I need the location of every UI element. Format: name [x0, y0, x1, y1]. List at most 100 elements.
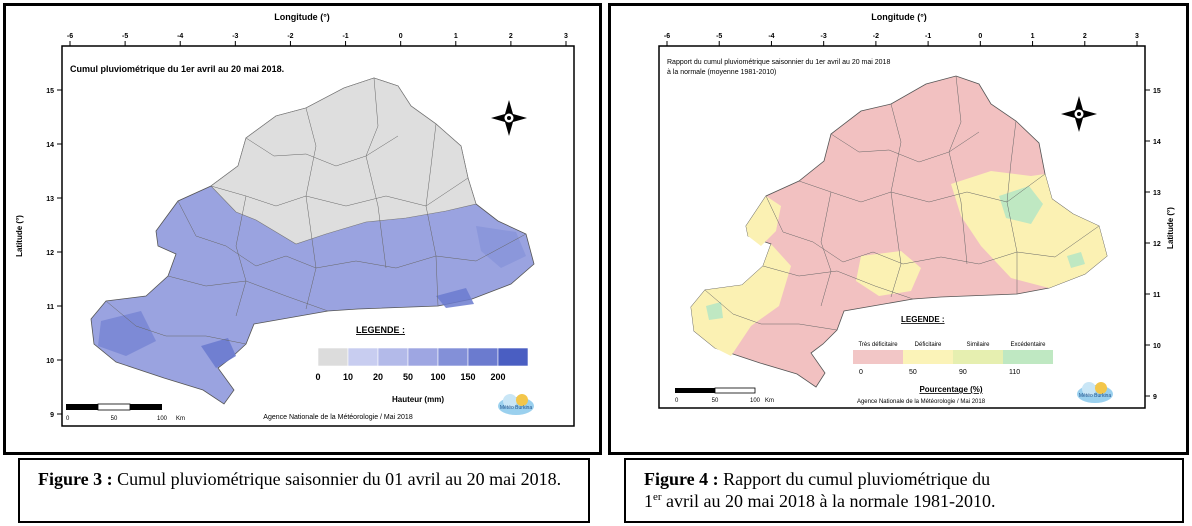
fig4-excess-zone-southeast — [1067, 252, 1085, 268]
fig3-wet-patch-northeast — [476, 226, 526, 268]
fig3-scale-label-100: 100 — [157, 416, 168, 422]
fig3-scale-bar — [66, 403, 162, 411]
lon-tick-label: 1 — [1031, 33, 1035, 40]
lon-tick-label: -5 — [122, 33, 128, 40]
lon-tick-label: -4 — [177, 33, 183, 40]
legend-value: 50 — [909, 369, 917, 376]
fig4-source: Agence Nationale de la Météorologie / Ma… — [857, 399, 986, 405]
fig3-map-title: Cumul pluviométrique du 1er avril au 20 … — [70, 64, 284, 74]
lat-tick-label: 12 — [1153, 241, 1161, 248]
legend-swatch — [903, 350, 953, 364]
lon-tick-label: 0 — [978, 33, 982, 40]
legend-swatch — [347, 347, 379, 367]
legend-value: 90 — [959, 369, 967, 376]
fig3-lat-ticks: 15 14 13 12 11 10 9 — [46, 88, 62, 419]
legend-swatch — [407, 347, 439, 367]
legend-swatch — [317, 347, 349, 367]
legend-class: Similaire — [966, 342, 990, 348]
fig4-deficit-zones — [691, 171, 1107, 356]
legend-swatch — [437, 347, 469, 367]
lon-tick-label: -4 — [768, 33, 774, 40]
legend-class: Excédentaire — [1010, 342, 1046, 348]
legend-value: 110 — [1009, 369, 1020, 376]
legend-value: 50 — [403, 372, 413, 382]
legend-swatch — [953, 350, 1003, 364]
fig4-axis-right-label: Latitude (°) — [1166, 207, 1175, 249]
lat-tick-label: 10 — [46, 358, 54, 365]
lat-tick-label: 10 — [1153, 343, 1161, 350]
lon-tick-label: -6 — [664, 33, 670, 40]
lat-tick-label: 12 — [46, 250, 54, 257]
lat-tick-label: 13 — [1153, 190, 1161, 197]
fig4-logo-text: Météo Burkina — [1079, 393, 1111, 399]
fig4-excess-zone-east — [999, 186, 1043, 224]
lat-tick-label: 14 — [1153, 139, 1161, 146]
lat-tick-label: 15 — [46, 88, 54, 95]
fig4-scale-bar — [675, 387, 756, 394]
fig4-legend-title: LEGENDE : — [901, 315, 945, 324]
legend-swatch — [377, 347, 409, 367]
fig4-scale-unit: Km — [765, 398, 774, 404]
lon-tick-label: 1 — [454, 33, 458, 40]
fig3-axis-left-label: Latitude (°) — [15, 215, 24, 257]
legend-swatch — [467, 347, 499, 367]
fig3-source: Agence Nationale de la Météorologie / Ma… — [263, 414, 413, 421]
fig4-caption-label: Figure 4 : — [644, 469, 719, 489]
fig3-scale-label-50: 50 — [111, 416, 118, 422]
fig4-legend-unit: Pourcentage (%) — [919, 385, 982, 394]
legend-value: 20 — [373, 372, 383, 382]
fig4-axis-top-label: Longitude (°) — [871, 12, 927, 22]
legend-value: 200 — [490, 372, 505, 382]
legend-value: 0 — [315, 372, 320, 382]
fig4-compass-icon — [1061, 96, 1097, 132]
lon-tick-label: 2 — [1083, 33, 1087, 40]
fig4-province-boundaries — [704, 75, 1100, 331]
legend-class: Déficitaire — [915, 342, 942, 348]
legend-swatch — [853, 350, 903, 364]
fig3-meteo-logo: Météo Burkina — [498, 394, 534, 415]
fig4-caption-text-2: avril au 20 mai 2018 à la normale 1981-2… — [661, 491, 996, 511]
lon-tick-label: 3 — [564, 33, 568, 40]
fig3-axis-top-label: Longitude (°) — [274, 12, 330, 22]
lat-tick-label: 14 — [46, 142, 54, 149]
lat-tick-label: 15 — [1153, 88, 1161, 95]
fig3-compass-icon — [491, 100, 527, 136]
fig3-caption-text: Cumul pluviométrique saisonnier du 01 av… — [112, 469, 562, 489]
legend-class: Très déficitaire — [858, 342, 898, 348]
lat-tick-label: 11 — [47, 304, 55, 311]
lon-tick-label: -2 — [287, 33, 293, 40]
fig4-scale-label-0: 0 — [675, 398, 679, 404]
legend-swatch — [1003, 350, 1053, 364]
fig3-scale-label-0: 0 — [66, 416, 70, 422]
fig3-wet-patch-east — [436, 288, 474, 308]
fig3-scale-unit: Km — [176, 416, 185, 422]
lon-tick-label: 2 — [509, 33, 513, 40]
lat-tick-label: 13 — [46, 196, 54, 203]
lat-tick-label: 9 — [1153, 394, 1157, 401]
lon-tick-label: -1 — [342, 33, 348, 40]
figure-3-caption: Figure 3 : Cumul pluviométrique saisonni… — [18, 458, 590, 523]
fig3-logo-text: Météo Burkina — [500, 405, 532, 411]
lon-tick-label: -3 — [232, 33, 238, 40]
fig4-map-title-line2: à la normale (moyenne 1981-2010) — [667, 69, 776, 76]
fig3-province-boundaries — [105, 77, 527, 345]
legend-value: 10 — [343, 372, 353, 382]
fig4-caption-sup-num: 1 — [644, 491, 653, 511]
lon-tick-label: 3 — [1135, 33, 1139, 40]
lon-tick-label: -6 — [67, 33, 73, 40]
fig4-excess-zone-west — [706, 302, 723, 320]
fig4-scale-label-50: 50 — [712, 398, 719, 404]
figure-4-caption: Figure 4 : Rapport du cumul pluviométriq… — [624, 458, 1184, 523]
fig4-scale-label-100: 100 — [750, 398, 761, 404]
lat-tick-label: 9 — [50, 412, 54, 419]
fig3-caption-label: Figure 3 : — [38, 469, 113, 489]
fig4-meteo-logo: Météo Burkina — [1077, 382, 1113, 403]
fig3-dry-zone — [210, 77, 477, 245]
legend-swatch — [497, 347, 529, 367]
lon-tick-label: -5 — [716, 33, 722, 40]
lon-tick-label: 0 — [399, 33, 403, 40]
